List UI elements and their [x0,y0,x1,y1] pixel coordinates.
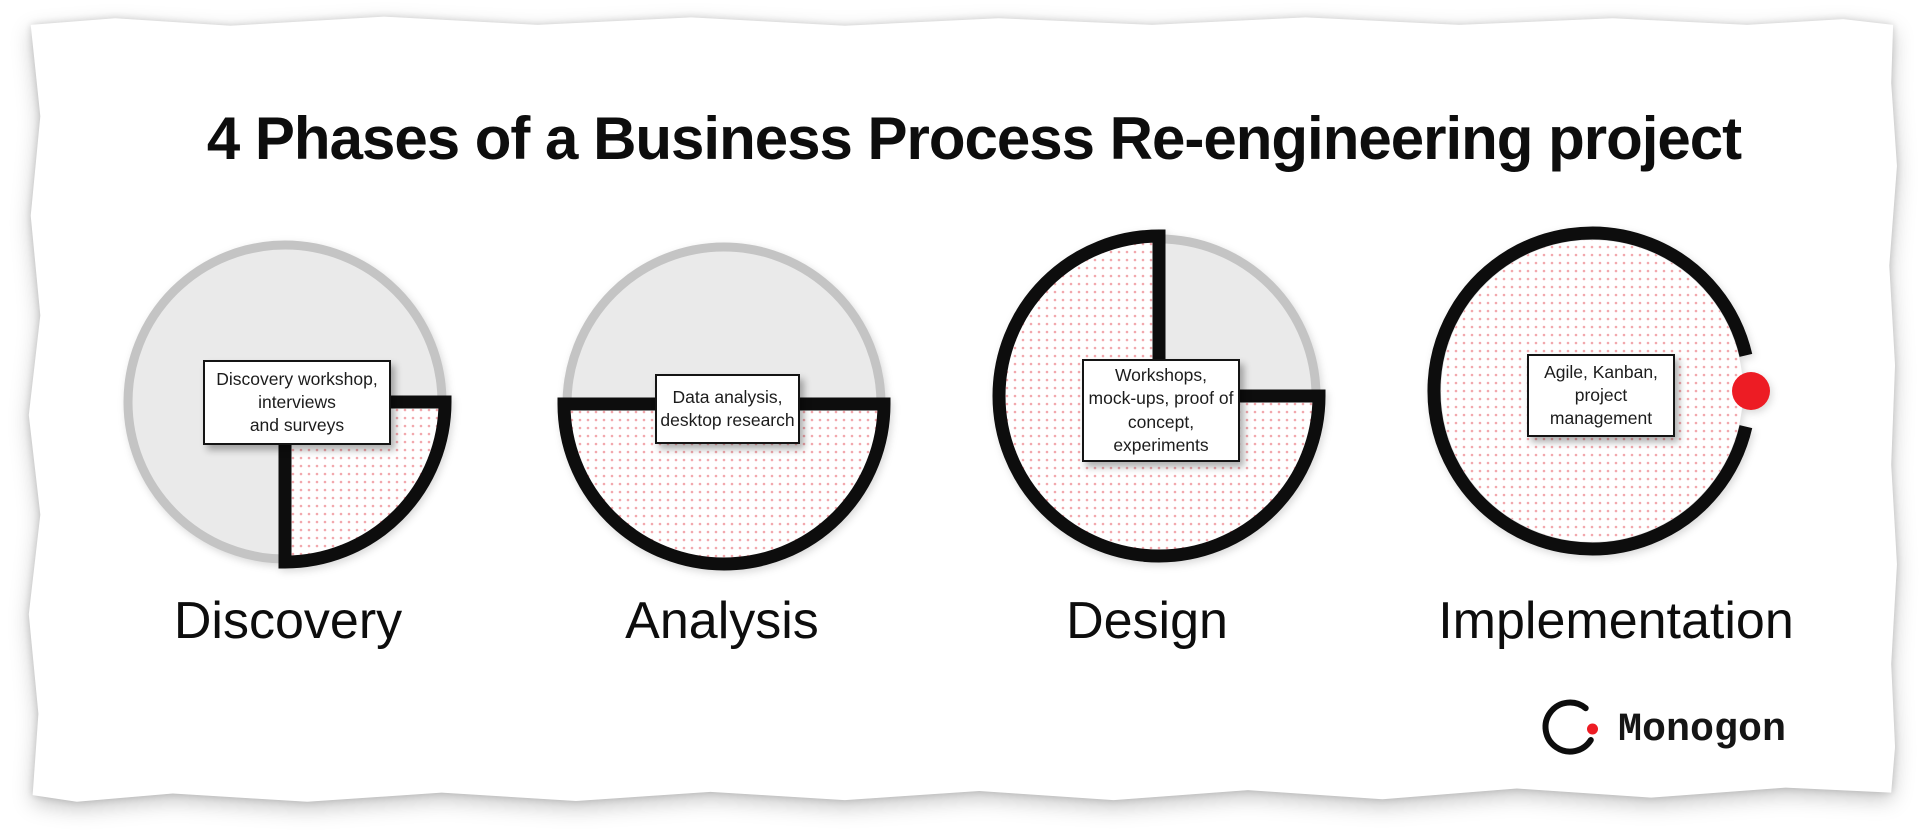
phase-label-discovery: Discovery [173,592,403,650]
page-title: 4 Phases of a Business Process Re-engine… [206,105,1742,172]
phase-label-analysis: Analysis [625,592,819,650]
analysis-note-box: Data analysis, desktop research [655,374,800,444]
logo-red-dot [1587,723,1598,735]
phase-label-design: Design [1066,592,1228,650]
discovery-note-box: Discovery workshop, interviews and surve… [203,360,391,445]
logo-ring [1542,699,1594,755]
phase-label-implementation: Implementation [1438,592,1794,650]
monogon-wordmark: Monogon [1618,707,1787,753]
design-note-box: Workshops, mock-ups, proof of concept, e… [1082,359,1240,462]
completion-red-dot [1732,372,1770,410]
done-wedge [557,397,891,571]
progress-ring [1427,226,1753,556]
monogon-logo-icon [1542,699,1598,755]
implementation-note-box: Agile, Kanban, project management [1527,354,1675,437]
monogon-logo: Monogon [1540,698,1786,762]
